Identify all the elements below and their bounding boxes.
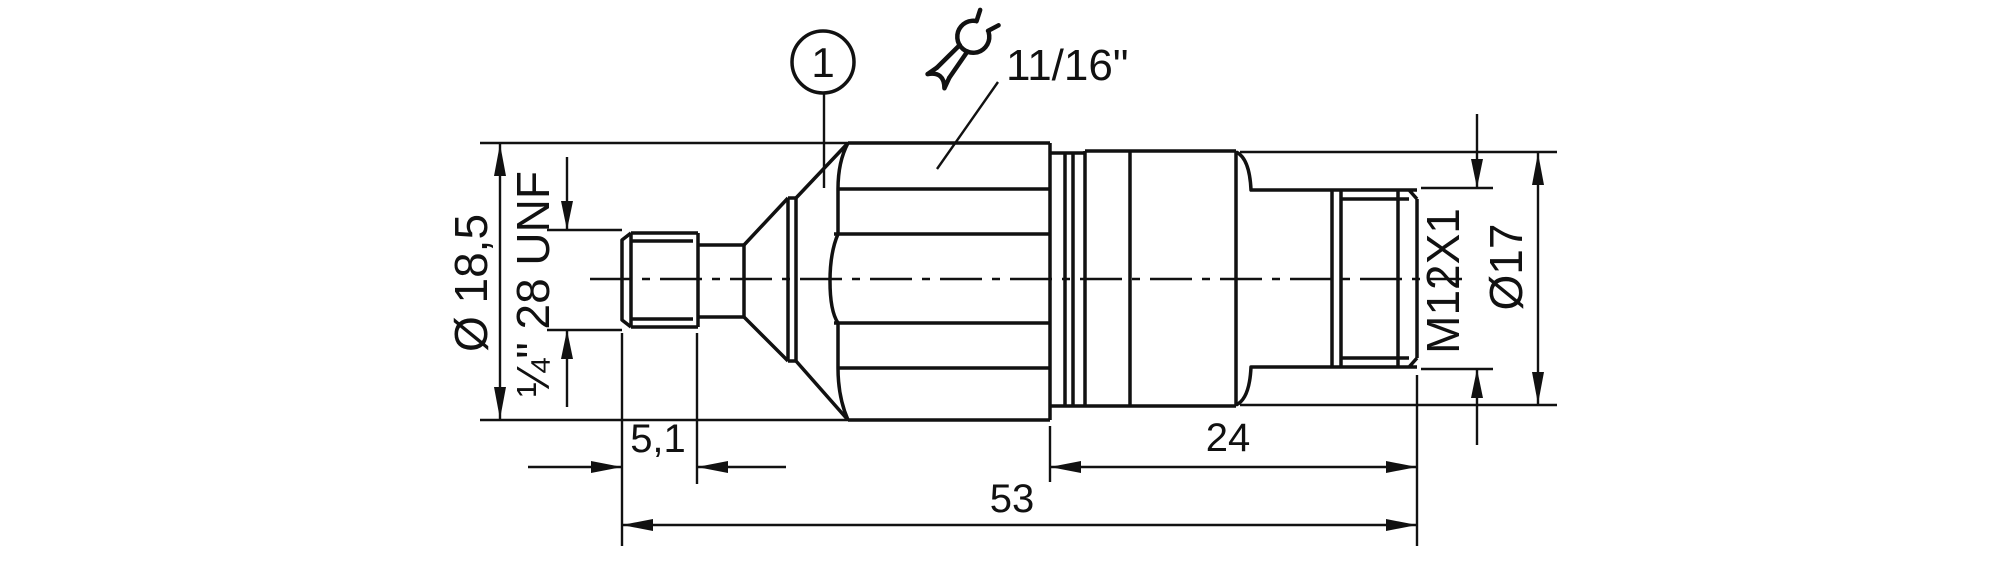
extension-line <box>1421 186 1493 371</box>
wrench-leader-line <box>936 81 999 170</box>
wrench-note: 11/16" <box>925 7 1128 170</box>
total-length-value: 53 <box>990 477 1035 521</box>
connector-length-value: 24 <box>1206 416 1251 460</box>
connector-shank <box>1235 150 1332 407</box>
dimension-thread-length: 5,1 <box>528 333 786 546</box>
arrowhead <box>591 461 728 473</box>
dimension-connector-diameter: Ø17 <box>1240 150 1557 407</box>
wrench-jaw-gap <box>973 8 999 35</box>
stud-thread-root-lines <box>631 239 693 321</box>
body-diameter-label: Ø 18,5 <box>445 214 497 352</box>
cone-band <box>786 196 798 363</box>
process-thread-label: ¼" 28 UNF <box>507 171 559 397</box>
dimension-process-thread: ¼" 28 UNF <box>507 157 622 407</box>
callout-number: 1 <box>811 39 834 86</box>
thread-length-value: 5,1 <box>630 417 686 461</box>
wrench-icon <box>925 7 1001 91</box>
hex-left-arcs <box>828 142 850 421</box>
hex-flat-edges <box>834 187 1050 370</box>
dimension-total-length: 53 <box>622 477 1417 531</box>
wrench-handle <box>934 42 970 81</box>
dimension-connector-thread: M12X1 <box>1417 114 1493 445</box>
wrench-fork <box>925 65 952 91</box>
hex-chamfer-cone <box>794 141 850 422</box>
part-outline <box>590 141 1462 422</box>
extension-line <box>480 141 848 422</box>
dimension-body-diameter: Ø 18,5 <box>445 141 848 422</box>
callout-circle <box>790 29 856 95</box>
sealing-cone <box>742 196 790 363</box>
wrench-jaw-prongs <box>974 7 1001 34</box>
wrench-size-label: 11/16" <box>1006 41 1128 90</box>
callout-1: 1 <box>790 29 856 188</box>
extension-line <box>547 228 622 332</box>
extension-line <box>1048 375 1419 546</box>
arrowhead <box>494 144 506 419</box>
collar-groove <box>1050 151 1085 408</box>
neck-outline <box>698 243 746 319</box>
stud-thread-outline <box>629 231 700 329</box>
dimension-connector-length: 24 <box>1048 375 1419 546</box>
arrowhead <box>561 201 573 359</box>
extension-line <box>620 333 699 546</box>
connector-thread-label: M12X1 <box>1417 208 1469 354</box>
extension-line <box>1240 150 1557 407</box>
connector-diameter-label: Ø17 <box>1480 224 1532 311</box>
hex-body <box>848 141 1052 422</box>
